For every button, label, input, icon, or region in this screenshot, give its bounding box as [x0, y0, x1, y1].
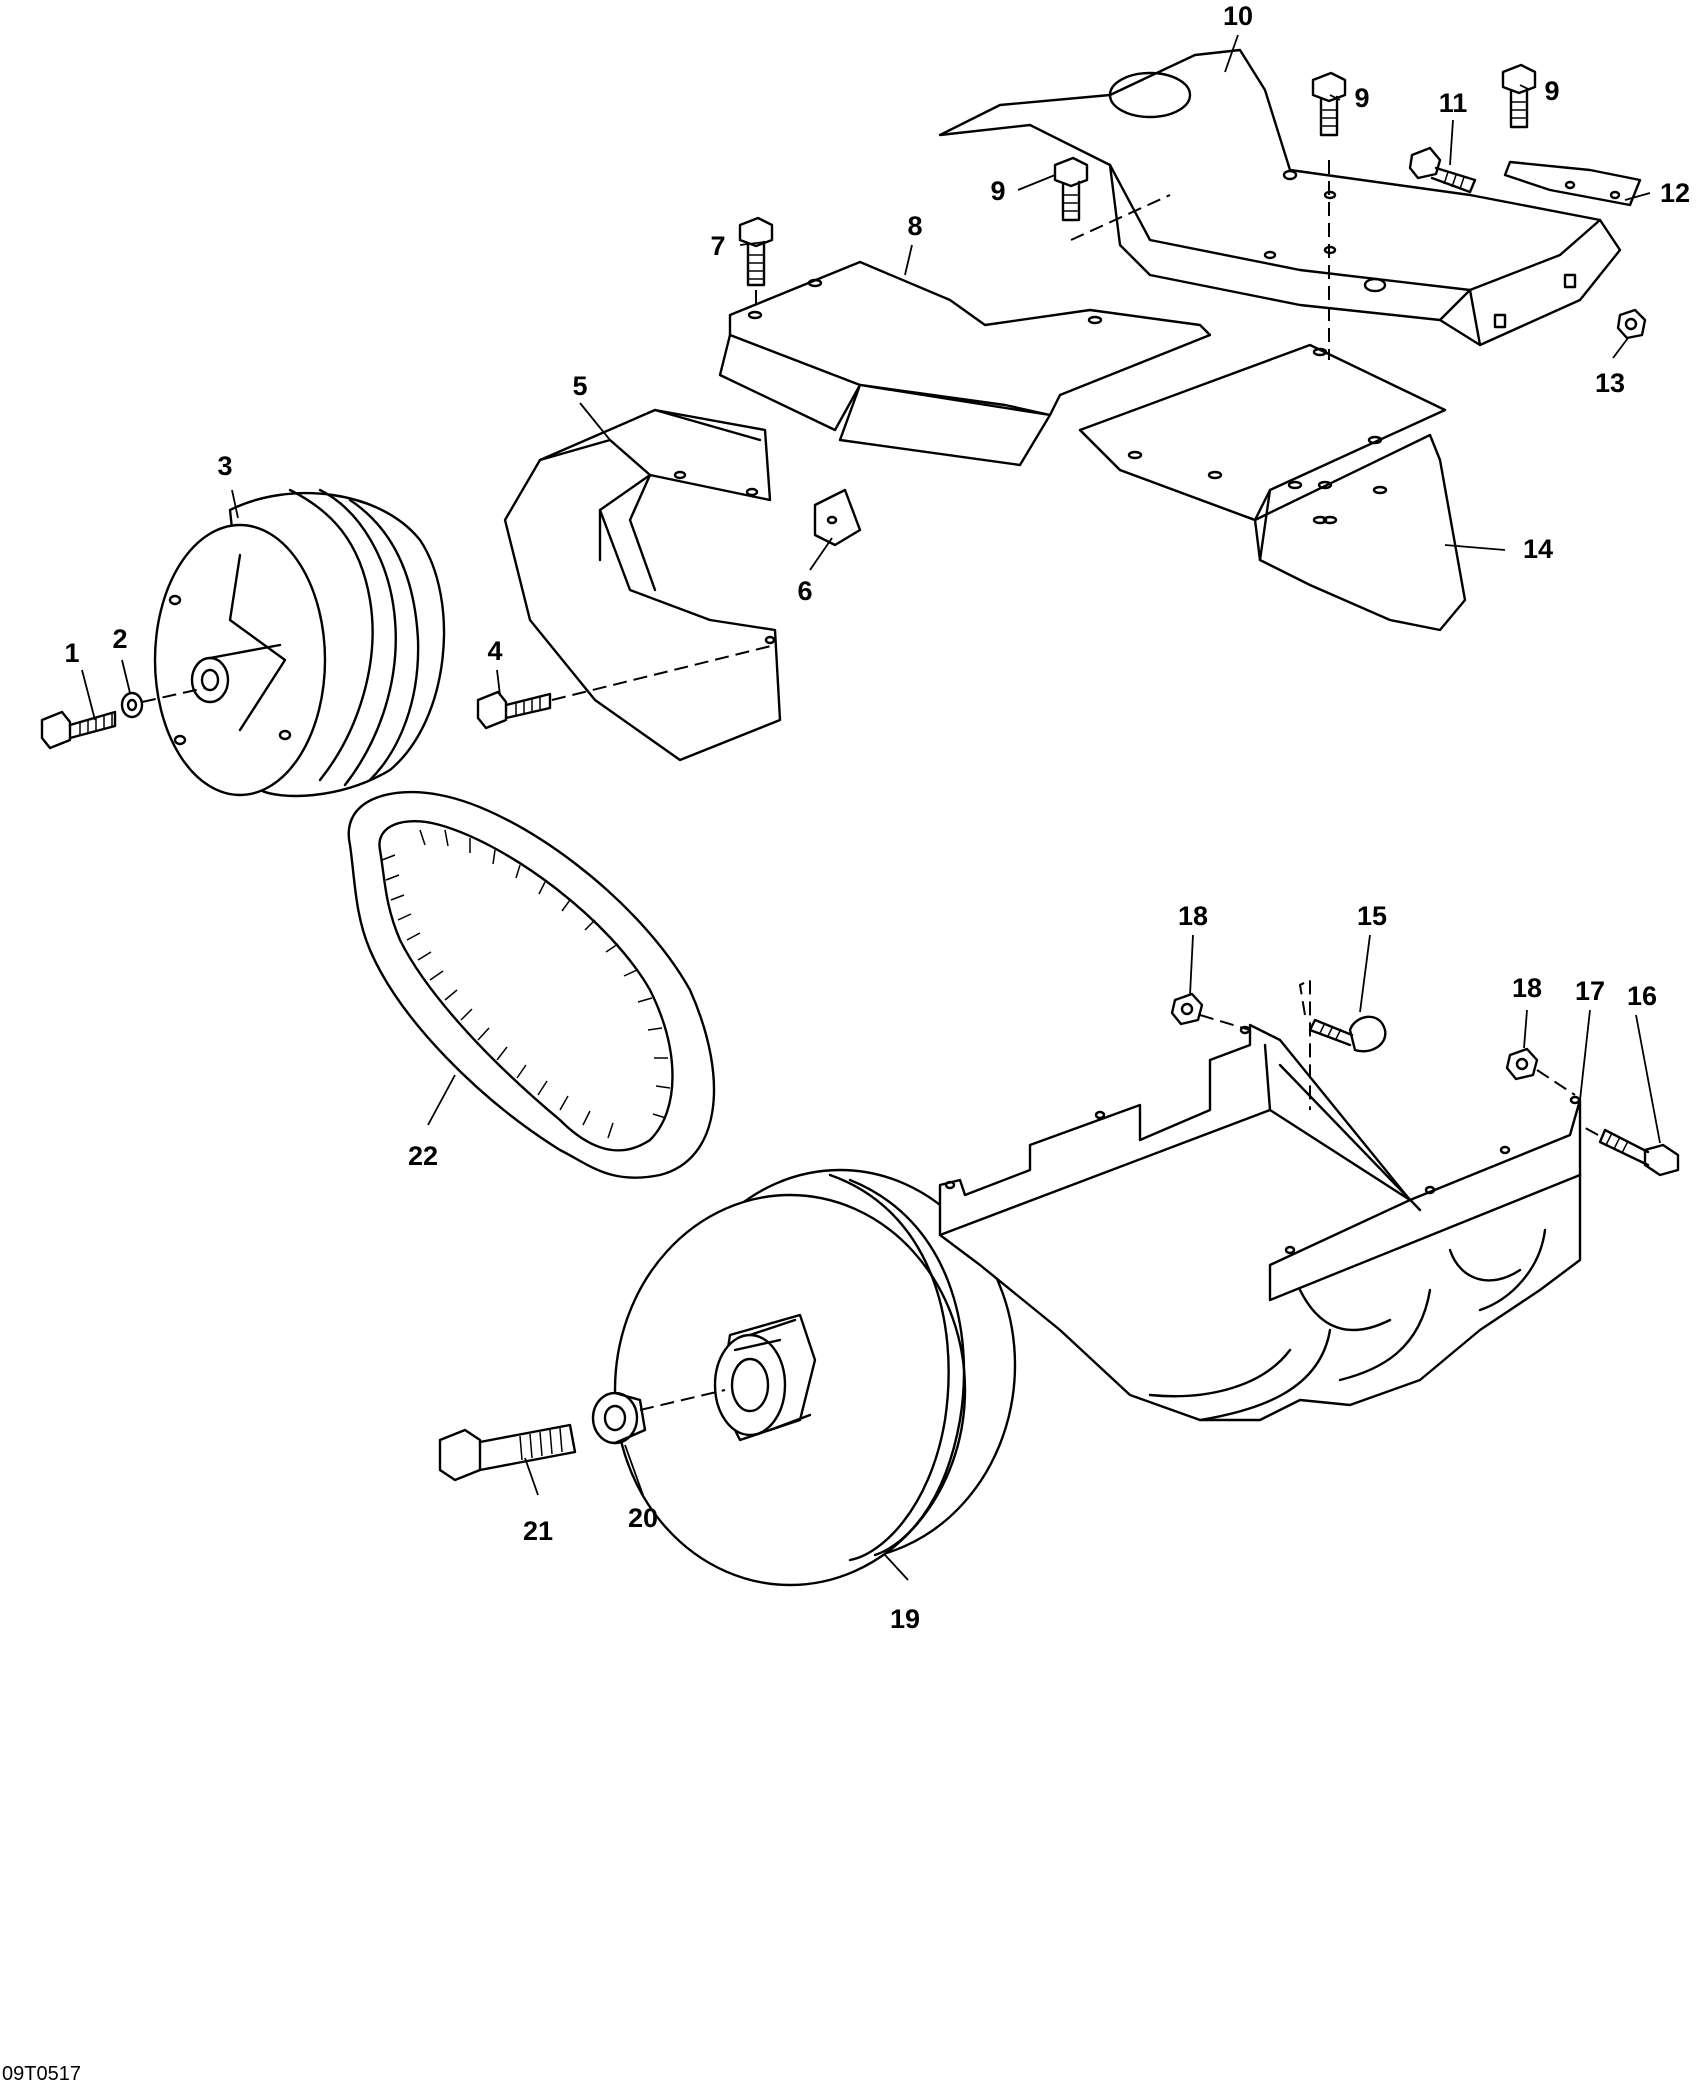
callout-4: 4 — [487, 636, 502, 666]
clip-part-6 — [813, 488, 862, 547]
callout-18-right: 18 — [1512, 973, 1542, 1003]
callout-22: 22 — [408, 1141, 438, 1171]
callout-20: 20 — [628, 1503, 658, 1533]
guard-plate-part-8 — [718, 260, 1212, 467]
callout-6: 6 — [797, 576, 812, 606]
callout-15: 15 — [1357, 901, 1387, 931]
bolt-part-1 — [40, 710, 117, 750]
bolt-part-9-right — [1501, 63, 1537, 129]
drive-belt-part-22 — [347, 790, 716, 1179]
callout-9-left: 9 — [990, 176, 1005, 206]
callout-11: 11 — [1439, 88, 1468, 118]
bolt-part-9-mid — [1311, 71, 1347, 137]
callout-16: 16 — [1627, 981, 1657, 1011]
bolt-part-7 — [738, 216, 774, 287]
callout-12: 12 — [1660, 178, 1690, 208]
bolt-part-21 — [438, 1423, 577, 1482]
callout-8: 8 — [907, 211, 922, 241]
nut-part-13 — [1616, 308, 1647, 340]
bracket-part-12 — [1503, 160, 1642, 207]
bolt-part-9-left — [1053, 156, 1089, 222]
nut-part-18-left — [1170, 992, 1204, 1026]
callout-2: 2 — [112, 624, 127, 654]
belt-guard-part-5 — [503, 408, 782, 762]
callout-5: 5 — [572, 371, 587, 401]
nut-part-18-right — [1505, 1047, 1539, 1081]
callout-14: 14 — [1523, 534, 1553, 564]
callout-9-mid: 9 — [1354, 83, 1369, 113]
washer-part-2 — [120, 691, 144, 719]
callout-3: 3 — [217, 451, 232, 481]
drive-pulley-part-3 — [153, 488, 446, 798]
bolt-part-16 — [1598, 1128, 1680, 1177]
callout-9-right: 9 — [1544, 76, 1559, 106]
lower-guard-part-17 — [938, 1023, 1582, 1422]
callout-17: 17 — [1575, 976, 1605, 1006]
callout-21: 21 — [523, 1516, 553, 1546]
callout-7: 7 — [710, 231, 725, 261]
guard-panel-part-14 — [1078, 343, 1467, 632]
bolt-part-4 — [476, 690, 552, 730]
washer-part-20 — [591, 1391, 647, 1445]
bolt-part-15 — [1308, 1015, 1387, 1053]
drawing-code: 09T0517 — [2, 2063, 81, 2085]
bolt-part-11 — [1408, 146, 1477, 194]
callout-10: 10 — [1223, 1, 1253, 31]
leader-lines — [81, 34, 1661, 1581]
driven-pulley-part-19 — [613, 1168, 1017, 1587]
callout-13: 13 — [1595, 368, 1625, 398]
callout-18-left: 18 — [1178, 901, 1208, 931]
callout-1: 1 — [64, 638, 79, 668]
callout-19: 19 — [890, 1604, 920, 1634]
upper-bracket-part-10 — [938, 48, 1622, 347]
